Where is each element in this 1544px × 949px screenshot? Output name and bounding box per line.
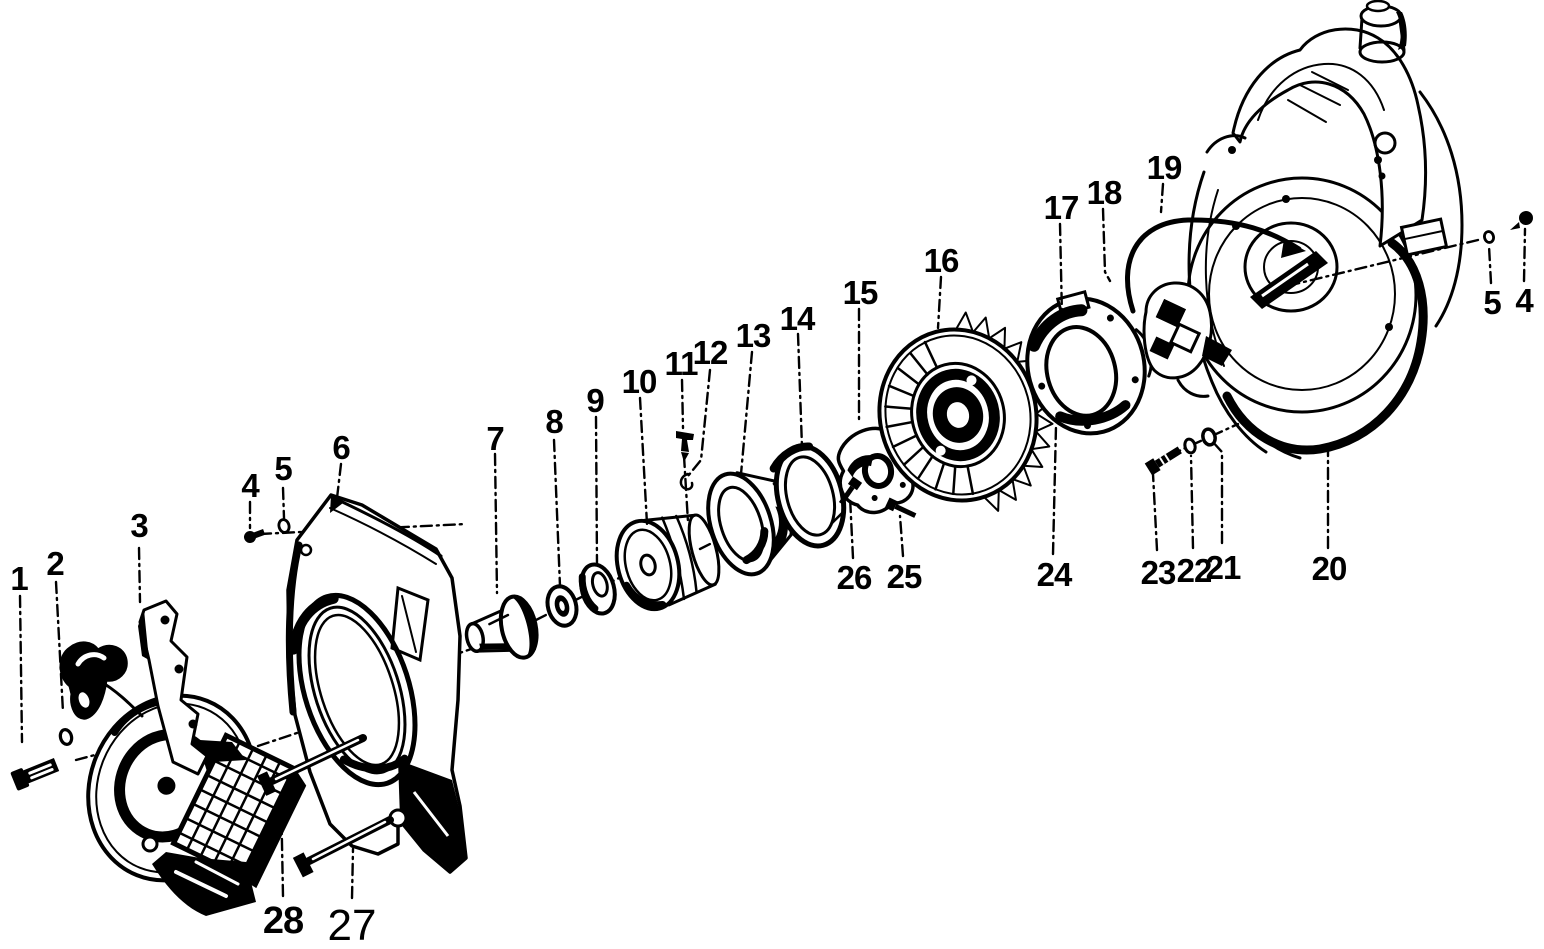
- part-7-hub-drawing: [464, 594, 539, 660]
- part-20-cable-drawing: [1222, 238, 1428, 455]
- callout-25: 25: [887, 558, 922, 595]
- part-10-drum-drawing: [614, 513, 721, 612]
- callout-7: 7: [486, 420, 503, 457]
- callout-11: 11: [665, 345, 699, 382]
- callout-14: 14: [780, 300, 816, 337]
- part-25-screw-drawing: [884, 497, 917, 518]
- callout-22: 22: [1177, 552, 1212, 589]
- callout-17: 17: [1044, 189, 1079, 226]
- part-14-ring-drawing: [769, 442, 847, 549]
- callout-5-right: 5: [1483, 284, 1501, 321]
- callout-8: 8: [545, 403, 563, 440]
- flywheel-fins: [884, 340, 975, 496]
- part-3-recoil-starter-drawing: [59, 599, 307, 916]
- part-4-screw-left-drawing: [244, 529, 266, 543]
- callout-13: 13: [736, 317, 771, 354]
- callout-27: 27: [328, 901, 377, 949]
- callout-9: 9: [586, 382, 604, 419]
- callout-5-left: 5: [274, 450, 292, 487]
- callout-leader-lines: [18, 182, 1527, 900]
- engine-crankcase-drawing: [1186, 0, 1464, 460]
- callout-15: 15: [843, 274, 878, 311]
- callout-6: 6: [332, 429, 350, 466]
- part-5-washer-right-drawing: [1483, 230, 1495, 244]
- part-27-bolt-drawing: [292, 816, 394, 878]
- callout-12: 12: [693, 334, 728, 371]
- part-17-24-stator-drawing: [1025, 289, 1153, 436]
- callout-4-right: 4: [1515, 282, 1534, 319]
- part-22-washer-drawing: [1183, 437, 1197, 455]
- callout-26: 26: [837, 559, 872, 596]
- part-16-flywheel-drawing: [877, 311, 1054, 512]
- part-18-points-assembly-drawing: [1142, 281, 1232, 398]
- part-19-wire-drawing: [1124, 217, 1306, 314]
- callout-1: 1: [10, 560, 28, 597]
- starter-bracket: [138, 599, 209, 776]
- callout-18: 18: [1087, 174, 1122, 211]
- callout-21: 21: [1206, 549, 1241, 586]
- part-26-screw-drawing: [838, 476, 863, 505]
- part-5-washer-left-drawing: [277, 518, 291, 534]
- crankshaft-taper: [1250, 251, 1328, 309]
- callout-16: 16: [924, 242, 959, 279]
- part-2-washer-drawing: [58, 728, 74, 746]
- part-4-screw-right-drawing: [1510, 211, 1533, 230]
- callout-10: 10: [622, 363, 657, 400]
- callout-23: 23: [1141, 554, 1176, 591]
- part-28-bolt-drawing: [257, 734, 367, 796]
- callout-4-left: 4: [241, 467, 260, 504]
- callout-20: 20: [1312, 550, 1347, 587]
- callout-3: 3: [130, 507, 148, 544]
- part-21-washer-drawing: [1201, 427, 1217, 447]
- part-23-screw-drawing: [1144, 446, 1182, 476]
- part-1-bolt-drawing: [10, 758, 60, 791]
- callout-numbers: 1 2 3 4 5 6 7 8 9 10 11 12 13 14 15 16 1…: [10, 149, 1535, 949]
- part-8-nut-drawing: [545, 584, 579, 628]
- callout-28: 28: [263, 900, 303, 942]
- part-13-cup-drawing: [706, 471, 793, 577]
- engine-intake-stub: [1358, 0, 1407, 64]
- part-9-washer-drawing: [578, 562, 617, 616]
- callout-2: 2: [46, 545, 64, 582]
- part-6-fan-housing-drawing: [285, 493, 468, 874]
- callout-19: 19: [1147, 149, 1182, 186]
- callout-24: 24: [1037, 556, 1073, 593]
